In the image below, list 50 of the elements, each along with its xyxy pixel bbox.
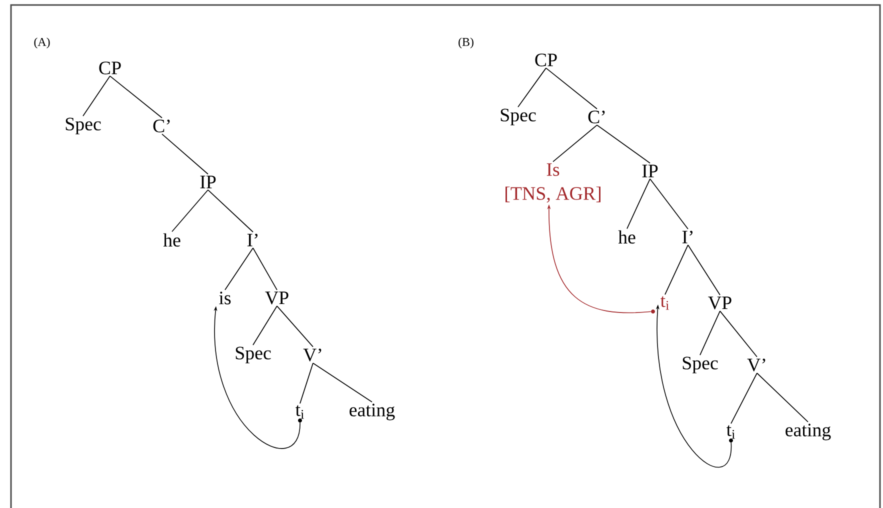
- tree-branch: [252, 248, 278, 290]
- panel-label: (B): [458, 38, 474, 48]
- tree-branch: [688, 244, 720, 296]
- tree-branch: [700, 310, 720, 356]
- tree-label: he: [618, 230, 636, 244]
- tree-label: t$_{i}$: [726, 425, 735, 439]
- tree-label: eating: [786, 424, 831, 440]
- tree-branch: [82, 76, 110, 116]
- tree-label: CP: [535, 54, 557, 66]
- tree-branch: [552, 124, 598, 162]
- tree-branch: [546, 68, 598, 110]
- tree-label: I’: [682, 230, 692, 244]
- tree-branch: [172, 189, 208, 232]
- tree-label: Spec: [236, 346, 271, 364]
- panel-label: (A): [34, 38, 50, 48]
- tree-label: VP: [265, 292, 288, 304]
- tree-label: CP: [99, 62, 121, 74]
- tree-branch: [650, 178, 688, 230]
- tree-branch: [518, 68, 546, 108]
- tree-label: eating: [350, 404, 395, 420]
- tree-label: C’: [588, 110, 605, 124]
- tree-branch: [110, 76, 162, 118]
- tree-label: t$_{i}$: [295, 405, 304, 419]
- tree-branch: [252, 306, 278, 346]
- tree-branch: [596, 124, 650, 164]
- tree-branch: [664, 244, 688, 295]
- tree-label: t$_{i}$: [660, 296, 669, 310]
- tree-branch: [756, 372, 808, 422]
- tree-label: V’: [747, 358, 766, 372]
- tree-branch: [224, 248, 254, 290]
- tree-branch: [720, 310, 758, 358]
- tree-label: Spec: [500, 108, 536, 126]
- tree-branch: [208, 189, 254, 232]
- tree-label: V’: [303, 348, 322, 362]
- tree-branch: [300, 362, 314, 404]
- tree-label: IP: [200, 176, 216, 188]
- tree-label: C’: [153, 120, 170, 132]
- tree-branch: [312, 362, 372, 402]
- tree-label: he: [163, 233, 180, 247]
- tree-label: Is [TNS, AGR]: [506, 163, 600, 203]
- tree-label: IP: [642, 164, 658, 178]
- tree-branch: [162, 134, 208, 175]
- tree-label: Spec: [66, 118, 101, 134]
- tree-branch: [276, 306, 314, 348]
- tree-branch: [626, 178, 650, 230]
- tree-label: VP: [708, 296, 732, 310]
- tree-label: is: [219, 292, 231, 304]
- tree-branch: [730, 372, 758, 424]
- tree-label: Spec: [682, 356, 718, 374]
- tree-label: I’: [247, 234, 258, 246]
